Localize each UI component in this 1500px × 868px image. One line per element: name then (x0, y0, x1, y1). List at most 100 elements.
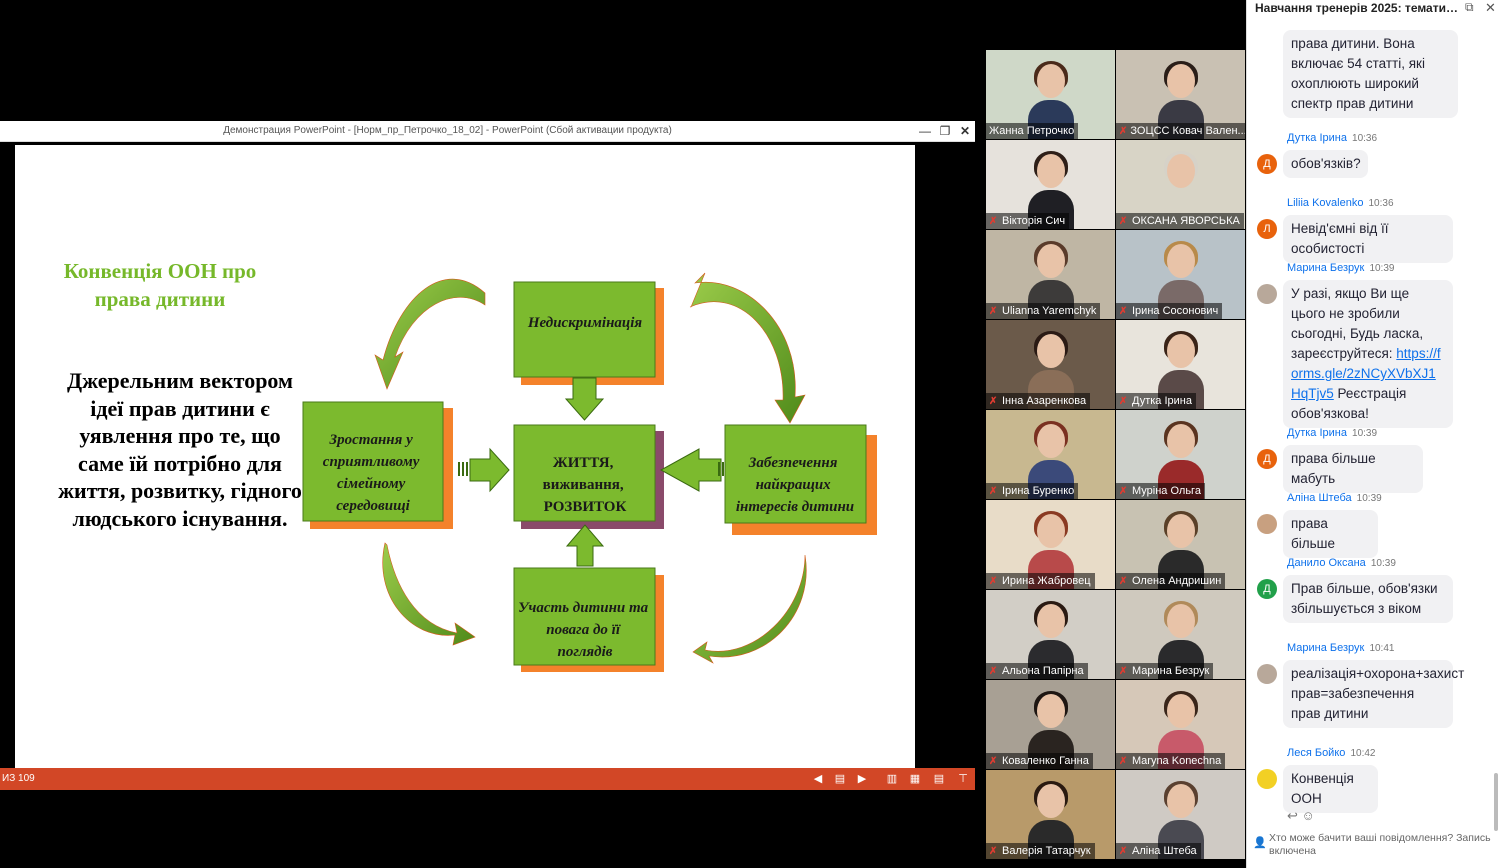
message-bubble: Конвенція ООН (1283, 765, 1378, 813)
participant-name: Вікторія Сич (1002, 215, 1066, 227)
message-author: Леся Бойко (1287, 747, 1346, 759)
message-link[interactable]: https://forms.gle/2zNCyXVbXJ1HqTjv5 (1291, 346, 1441, 401)
slide-menu-icon[interactable]: ▤ (834, 773, 846, 785)
window-title: Демонстрация PowerPoint - [Норм_пр_Петро… (223, 125, 672, 136)
message-meta: Марина Безрук 10:39 (1287, 262, 1394, 274)
message-meta: Марина Безрук 10:41 (1287, 642, 1394, 654)
avatar (1257, 514, 1277, 534)
arrow-right-left (659, 448, 722, 492)
participant-name: Ірина Сосонович (1132, 305, 1219, 317)
message-bubble: права дитини. Вона включає 54 статті, як… (1283, 30, 1458, 118)
message-time: 10:39 (1370, 558, 1396, 569)
label-participation: Участь дитини та повага до її поглядів (518, 600, 652, 660)
participant-tile[interactable]: ✗Коваленко Ганна (986, 680, 1115, 769)
slideshow-icon[interactable]: ⊤ (958, 773, 968, 785)
participant-tile[interactable]: ✗ Марина Безрук (1116, 590, 1245, 679)
muted-mic-icon: ✗ (1119, 665, 1128, 677)
participant-tile[interactable]: ✗Інна Азаренкова (986, 320, 1115, 409)
participant-name: Валерія Татарчук (1002, 845, 1091, 857)
message-author: Данило Оксана (1287, 557, 1366, 569)
muted-mic-icon: ✗ (989, 845, 998, 857)
avatar: Д (1257, 579, 1277, 599)
participant-name: Марина Безрук (1132, 665, 1210, 677)
message-author: Дутка Ірина (1287, 132, 1347, 144)
message-bubble: права більше мабуть (1283, 445, 1423, 493)
message-meta: Данило Оксана 10:39 (1287, 557, 1396, 569)
message-text: Конвенція ООН (1291, 771, 1354, 806)
participant-tile[interactable]: ✗Ирина Жабровец (986, 500, 1115, 589)
message-meta: Дутка Ірина 10:36 (1287, 132, 1377, 144)
participant-tile[interactable]: ✗Вікторія Сич (986, 140, 1115, 229)
normal-view-icon[interactable]: ▥ (886, 773, 898, 785)
participant-name-label: ✗Дутка Ірина (1116, 393, 1196, 409)
participant-name-label: ✗Ірина Буренко (986, 483, 1079, 499)
close-button[interactable]: ✕ (959, 124, 971, 138)
message-bubble: обов'язків? (1283, 150, 1368, 178)
avatar: Л (1257, 219, 1277, 239)
participant-name-label: ✗ЗОЦСС Ковач Вален... (1116, 123, 1245, 139)
participant-tile[interactable]: ✗ Альона Папірна (986, 590, 1115, 679)
participant-name-label: ✗Ирина Жабровец (986, 573, 1095, 589)
participant-tile[interactable]: ✗Аліна Штеба (1116, 770, 1245, 859)
label-family-environment: Зростання у сприятливому сімейному серед… (323, 432, 423, 514)
participant-tile[interactable]: ✗ЗОЦСС Ковач Вален... (1116, 50, 1245, 139)
participant-tile[interactable]: ✗Муріна Ольга (1116, 410, 1245, 499)
message-bubble: права більше (1283, 510, 1378, 558)
curved-arrow-top-right (689, 272, 806, 424)
message-meta: Дутка Ірина 10:39 (1287, 427, 1377, 439)
participant-tile[interactable]: ✗ Валерія Татарчук (986, 770, 1115, 859)
label-life-survival-development: ЖИТТЯ, виживання, РОЗВИТОК (543, 455, 628, 515)
message-time: 10:39 (1356, 493, 1382, 504)
participant-tile[interactable]: ✗Maryna Konechna (1116, 680, 1245, 769)
avatar: Д (1257, 154, 1277, 174)
participant-name-label: ✗Коваленко Ганна (986, 753, 1093, 769)
slide-sorter-icon[interactable]: ▦ (909, 773, 921, 785)
minimize-button[interactable]: — (919, 124, 931, 138)
box-participation (513, 567, 656, 666)
avatar (1257, 769, 1277, 789)
message-meta: Леся Бойко 10:42 (1287, 747, 1375, 759)
muted-mic-icon: ✗ (1119, 215, 1128, 227)
popout-icon[interactable]: ⧉ (1465, 0, 1474, 14)
message-text: права більше мабуть (1291, 451, 1376, 486)
chat-header: Навчання тренерів 2025: тематична ... ⧉ … (1247, 0, 1500, 28)
avatar: Д (1257, 449, 1277, 469)
box-nondiscrimination (513, 281, 656, 378)
participant-name-label: ✗Ірина Сосонович (1116, 303, 1223, 319)
previous-slide-icon[interactable]: ◀ (813, 773, 823, 785)
arrow-bottom-up (565, 524, 605, 567)
participant-tile[interactable]: ✗ ОКСАНА ЯВОРСЬКА (1116, 140, 1245, 229)
participant-tile[interactable]: ✗ Олена Андришин (1116, 500, 1245, 589)
muted-mic-icon: ✗ (989, 305, 998, 317)
participant-tile[interactable]: ✗Дутка Ірина (1116, 320, 1245, 409)
participant-name: Олена Андришин (1132, 575, 1222, 587)
participant-tile[interactable]: ✗Ірина Буренко (986, 410, 1115, 499)
reading-view-icon[interactable]: ▤ (933, 773, 945, 785)
avatar (1257, 284, 1277, 304)
slide: Недискримінація Зростання у сприятливому… (15, 145, 915, 768)
close-icon[interactable]: ✕ (1485, 0, 1496, 15)
participant-tile[interactable]: ✗Ірина Сосонович (1116, 230, 1245, 319)
message-text: Прав більше, обов'язки збільшується з ві… (1291, 581, 1438, 616)
participant-name: ОКСАНА ЯВОРСЬКА (1132, 215, 1240, 227)
muted-mic-icon: ✗ (1119, 575, 1128, 587)
participant-tile[interactable]: Жанна Петрочко (986, 50, 1115, 139)
chat-scrollbar[interactable] (1494, 773, 1498, 831)
message-author: Аліна Штеба (1287, 492, 1352, 504)
box-life-survival-development (513, 424, 656, 522)
restore-button[interactable]: ❐ (939, 124, 951, 138)
video-gallery: Жанна Петрочко✗ЗОЦСС Ковач Вален...✗Вікт… (986, 50, 1246, 860)
muted-mic-icon: ✗ (989, 755, 998, 767)
participant-video (1028, 781, 1074, 859)
participant-name-label: ✗Maryna Konechna (1116, 753, 1226, 769)
box-family-environment (302, 401, 444, 522)
chat-reaction-icons[interactable]: ↩ ☺ (1287, 808, 1315, 823)
participant-name: Альона Папірна (1002, 665, 1084, 677)
next-slide-icon[interactable]: ▶ (857, 773, 867, 785)
muted-mic-icon: ✗ (989, 665, 998, 677)
muted-mic-icon: ✗ (989, 395, 998, 407)
participant-tile[interactable]: ✗ Ulianna Yaremchyk (986, 230, 1115, 319)
participant-name-label: ✗Вікторія Сич (986, 213, 1070, 229)
participant-name: Ulianna Yaremchyk (1002, 305, 1097, 317)
curved-arrow-bottom-right (692, 554, 807, 664)
